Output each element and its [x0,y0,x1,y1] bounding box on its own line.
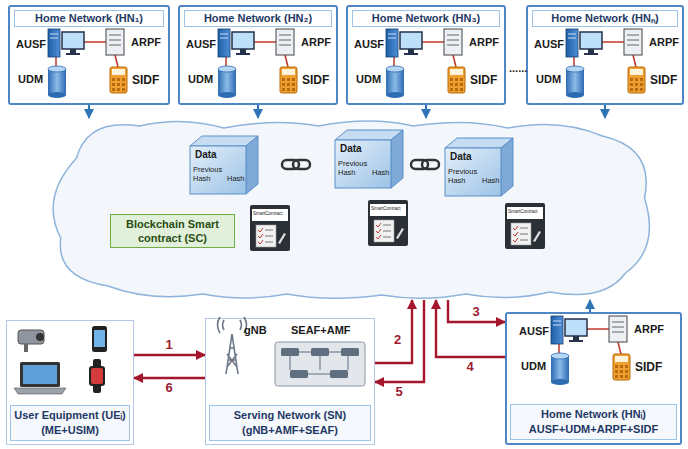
block-hash: Hash [482,176,500,185]
step-number: 4 [467,360,474,374]
function-name: ARPF [649,36,679,49]
block-prev-hash: Previous Hash [448,167,481,185]
node-caption: AUSF+UDM+ARPF+SIDF [511,422,676,437]
function-name: SIDF [132,74,159,88]
function-name: SIDF [470,74,497,88]
message-arrow [134,377,205,379]
caption-box: User Equipment (UEᵢ)(ME+USIM) [10,405,130,441]
component-name: SEAF+AMF [291,324,351,336]
function-name: UDM [536,73,561,86]
function-name: UDM [356,73,381,86]
function-name: SIDF [302,74,329,88]
home-network-box: Home Network (HN₁) AUSF ARPF UDM SIDF [8,5,170,105]
ellipsis: ...... [509,62,527,75]
caption-box: Home Network (HNᵢ)AUSF+UDM+ARPF+SIDF [510,404,677,440]
node-caption: (gNB+AMF+SEAF) [210,423,370,438]
step-number: 6 [166,381,173,395]
block-data: Data [340,143,362,155]
node-caption: User Equipment (UEᵢ) [11,408,129,423]
step-number: 1 [166,338,173,352]
function-name: AUSF [519,325,549,338]
data-flow-arrow [257,105,259,118]
function-name: AUSF [186,38,216,51]
node-caption: Serving Network (SN) [210,408,370,423]
home-network-box: Home Network (HN₃) AUSF ARPF UDM SIDF [346,5,506,105]
data-flow-arrow [88,105,90,118]
blockchain-label: Blockchain Smart contract (SC) [110,214,235,248]
function-name: ARPF [131,36,161,49]
smart-contract-text: SmartContract [253,211,283,217]
network-title: Home Network (HN₂) [184,10,332,27]
network-title: Home Network (HN₃) [352,10,500,27]
data-flow-arrow [425,105,427,118]
message-arrow [375,300,412,363]
block-prev-hash: Previous Hash [338,159,371,177]
smart-contract-text: SmartContract [508,209,538,215]
network-title: Home Network (HNₙ) [532,10,678,27]
node-caption: Home Network (HNᵢ) [511,407,676,422]
home-network-box: Home Network (HNₙ) AUSF ARPF UDM SIDF [526,5,684,105]
function-name: UDM [521,360,546,373]
caption-box: Serving Network (SN)(gNB+AMF+SEAF) [209,405,371,441]
step-number: 5 [396,385,403,399]
block-data: Data [450,151,472,163]
node-caption: (ME+USIM) [11,423,129,438]
data-flow-arrow [589,300,591,312]
user-equipment-box: User Equipment (UEᵢ)(ME+USIM) [6,320,134,445]
function-name: AUSF [16,38,46,51]
message-arrow [436,300,505,357]
serving-network-box: gNB SEAF+AMF Serving Network (SN)(gNB+AMF+… [205,318,375,445]
block-data: Data [195,149,217,161]
block-hash: Hash [227,174,245,183]
function-name: UDM [18,73,43,86]
data-flow-arrow [604,105,606,118]
component-name: gNB [244,324,267,336]
message-arrow [448,300,505,322]
network-title: Home Network (HN₁) [14,10,164,27]
message-arrow [134,354,205,356]
function-name: ARPF [301,36,331,49]
function-name: ARPF [469,36,499,49]
function-name: AUSF [534,38,564,51]
step-number: 3 [473,305,480,319]
home-network-box: Home Network (HNᵢ)AUSF+UDM+ARPF+SIDFAUSF… [505,312,682,445]
block-hash: Hash [372,168,390,177]
function-name: UDM [188,73,213,86]
block-prev-hash: Previous Hash [193,165,226,183]
message-arrow [375,300,424,382]
step-number: 2 [394,333,401,347]
function-name: AUSF [354,38,384,51]
smart-contract-text: SmartContract [371,206,401,212]
function-name: SIDF [650,74,677,88]
blockchain-cloud: Blockchain Smart contract (SC) DataPrevio… [45,118,655,300]
home-network-box: Home Network (HN₂) AUSF ARPF UDM SIDF [178,5,338,105]
function-name: ARPF [634,323,664,336]
function-name: SIDF [635,361,662,375]
